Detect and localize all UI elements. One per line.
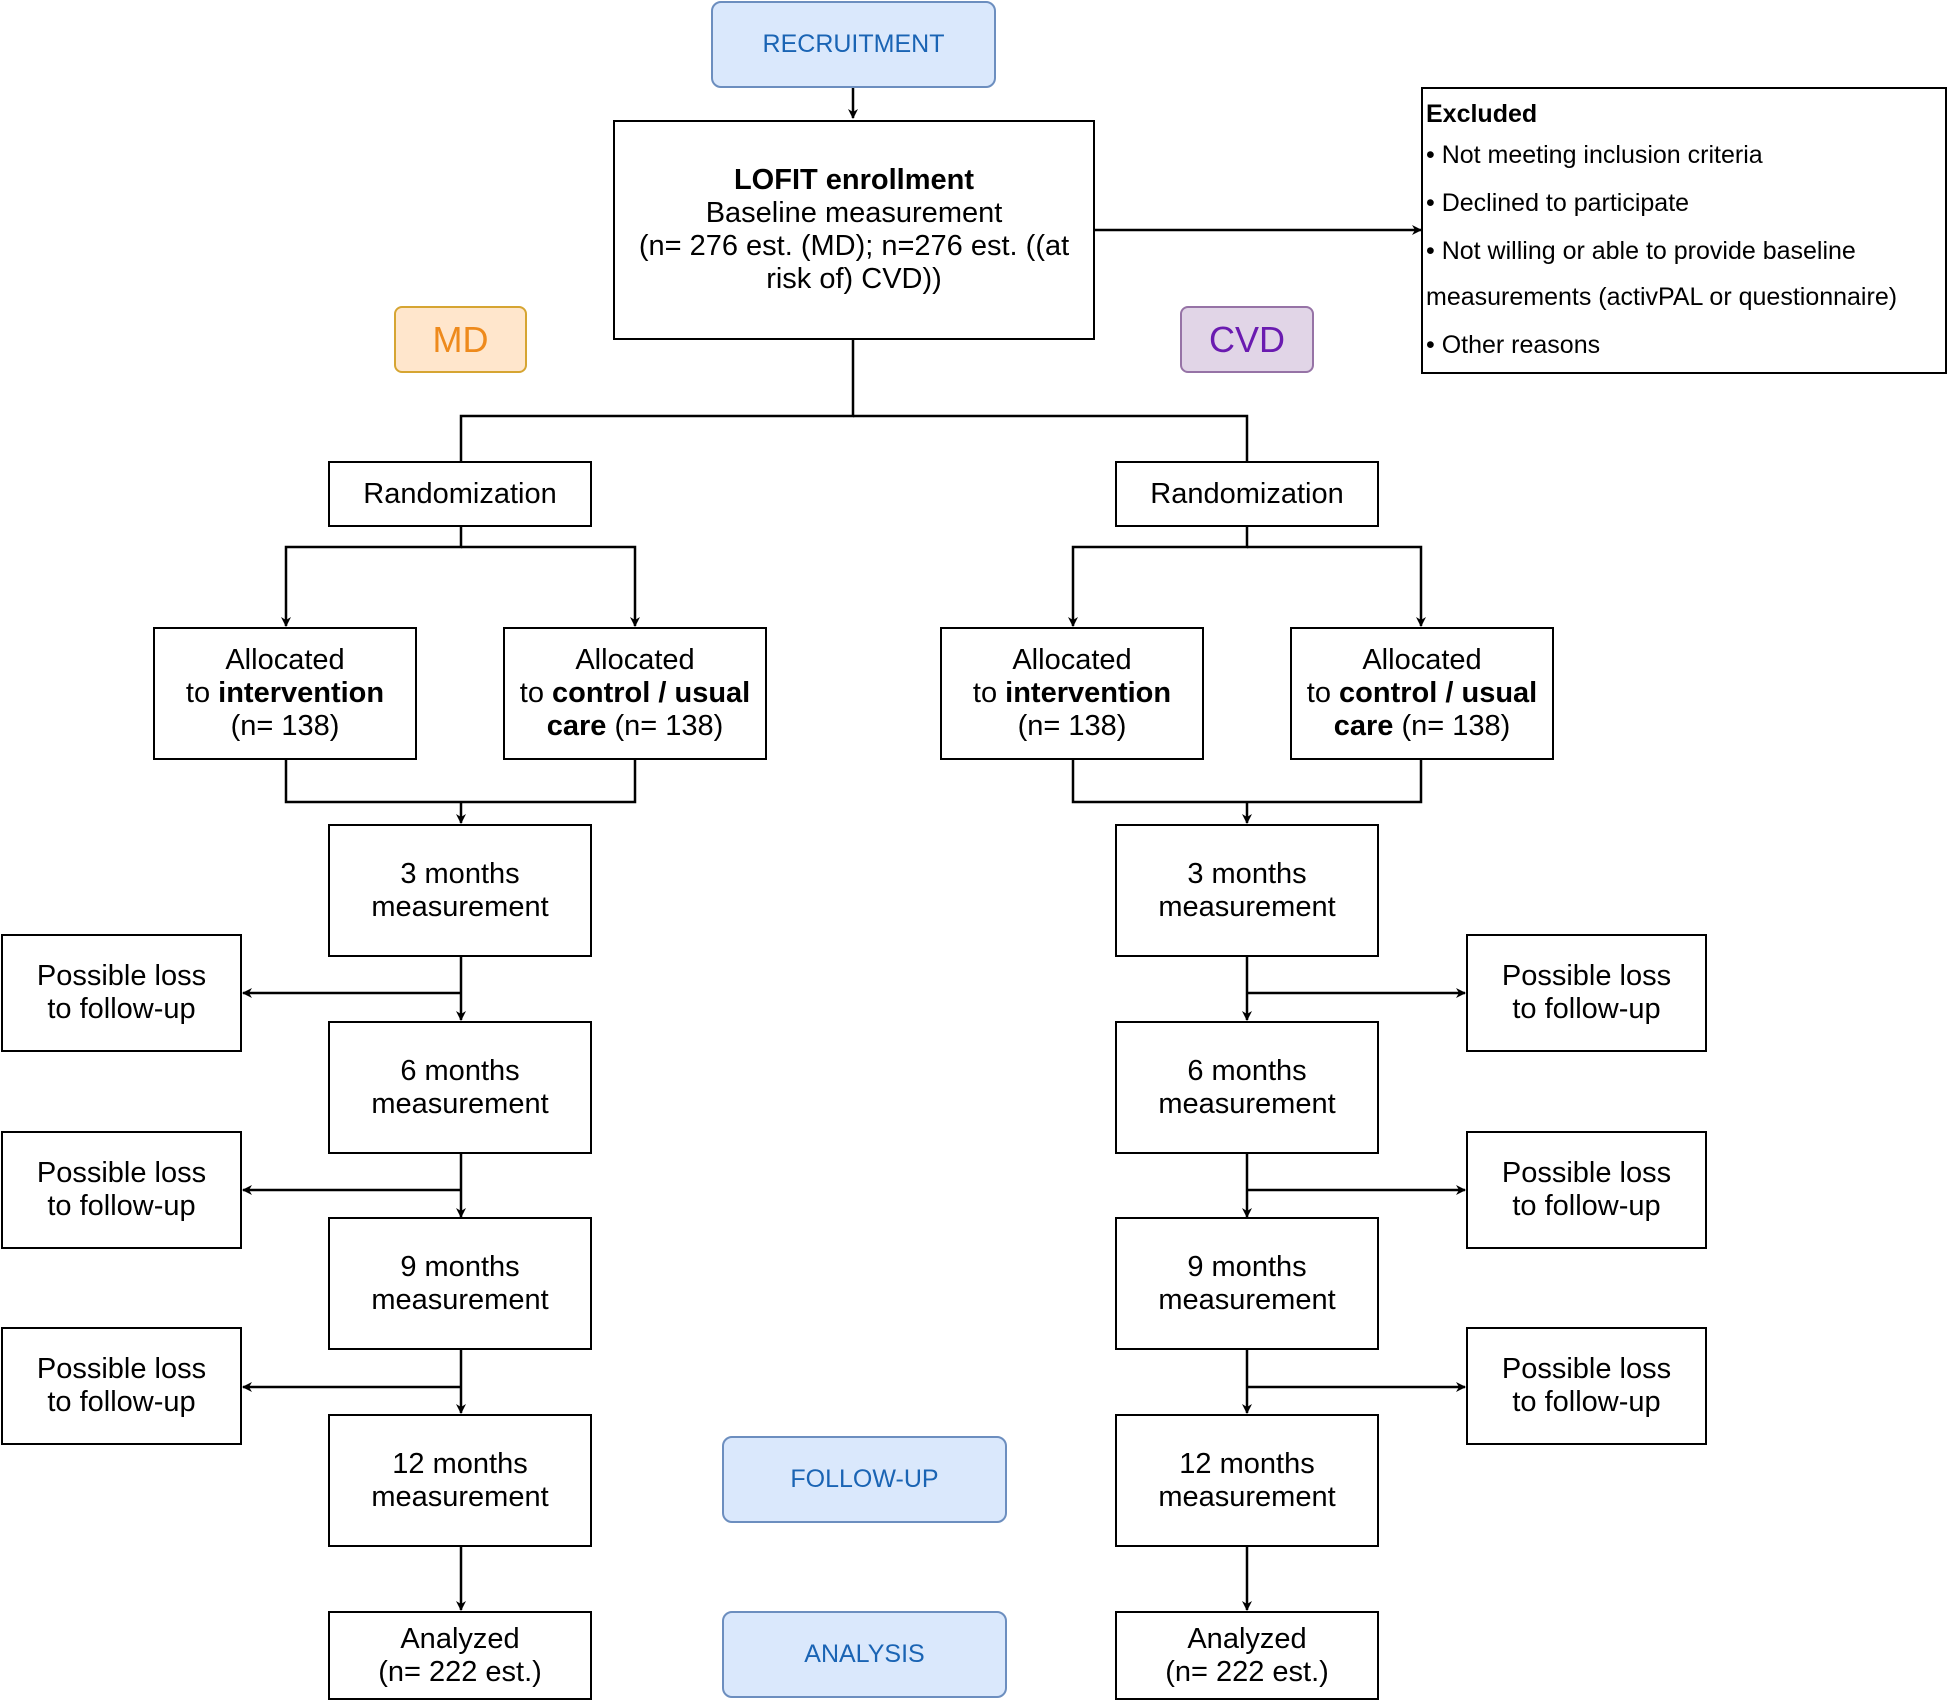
loss-label: to follow-up <box>47 1386 196 1418</box>
loss-label: to follow-up <box>1512 993 1661 1025</box>
measurement-period: 6 months <box>400 1054 520 1087</box>
arrow-cvd-control <box>1247 545 1426 627</box>
enrollment-line-4: risk of) CVD)) <box>766 263 942 295</box>
measurement-label: measurement <box>1158 1480 1336 1513</box>
allocated-n: care (n= 138) <box>1333 710 1511 742</box>
line-enrollment-md <box>459 340 855 461</box>
measurement-12m-md: 12 months measurement <box>328 1414 592 1547</box>
loss-to-follow-up-cvd-3: Possible loss to follow-up <box>1466 1327 1707 1445</box>
measurement-label: measurement <box>371 890 549 923</box>
measurement-3m-cvd: 3 months measurement <box>1115 824 1379 957</box>
allocated-label: Allocated <box>575 644 695 676</box>
measurement-12m-cvd: 12 months measurement <box>1115 1414 1379 1547</box>
loss-label: to follow-up <box>1512 1190 1661 1222</box>
excluded-item: • Declined to participate <box>1426 189 1690 217</box>
analyzed-cvd: Analyzed (n= 222 est.) <box>1115 1611 1379 1700</box>
loss-to-follow-up-cvd-1: Possible loss to follow-up <box>1466 934 1707 1052</box>
analyzed-label: Analyzed <box>1187 1622 1307 1655</box>
analyzed-md: Analyzed (n= 222 est.) <box>328 1611 592 1700</box>
loss-to-follow-up-md-2: Possible loss to follow-up <box>1 1131 242 1249</box>
loss-label: Possible loss <box>36 1157 207 1189</box>
allocated-control-md: Allocated to control / usual care (n= 13… <box>503 627 767 760</box>
loss-label: to follow-up <box>47 1190 196 1222</box>
randomization-cvd: Randomization <box>1115 461 1379 527</box>
analyzed-label: Analyzed <box>400 1622 520 1655</box>
phase-follow-up: FOLLOW-UP <box>722 1436 1007 1523</box>
analyzed-n: (n= 222 est.) <box>378 1655 542 1688</box>
enrollment-box: LOFIT enrollment Baseline measurement (n… <box>613 120 1095 340</box>
allocated-target: to intervention <box>972 677 1172 709</box>
analyzed-n: (n= 222 est.) <box>1165 1655 1329 1688</box>
measurement-period: 3 months <box>1187 857 1307 890</box>
group-tag-md-label: MD <box>432 318 489 360</box>
allocated-control-cvd: Allocated to control / usual care (n= 13… <box>1290 627 1554 760</box>
loss-label: Possible loss <box>1501 960 1672 992</box>
excluded-item: measurements (activPAL or questionnaire) <box>1426 283 1898 311</box>
loss-label: Possible loss <box>36 960 207 992</box>
enrollment-title: LOFIT enrollment <box>733 164 975 196</box>
group-tag-cvd-label: CVD <box>1208 318 1285 360</box>
allocated-n: care (n= 138) <box>546 710 724 742</box>
randomization-md-label: Randomization <box>363 477 557 510</box>
measurement-6m-md: 6 months measurement <box>328 1021 592 1154</box>
phase-recruitment: RECRUITMENT <box>711 1 996 88</box>
allocated-target: to intervention <box>185 677 385 709</box>
line-enrollment-cvd <box>853 414 1249 461</box>
allocated-label: Allocated <box>1362 644 1482 676</box>
phase-follow-up-label: FOLLOW-UP <box>790 1465 939 1493</box>
loss-to-follow-up-cvd-2: Possible loss to follow-up <box>1466 1131 1707 1249</box>
loss-label: to follow-up <box>1512 1386 1661 1418</box>
measurement-3m-md: 3 months measurement <box>328 824 592 957</box>
measurement-label: measurement <box>1158 1283 1336 1316</box>
allocated-target: to control / usual <box>1306 677 1538 709</box>
enrollment-line-2: Baseline measurement <box>705 197 1003 229</box>
group-tag-cvd: CVD <box>1180 306 1314 373</box>
excluded-box: Excluded • Not meeting inclusion criteri… <box>1421 87 1947 374</box>
loss-to-follow-up-md-3: Possible loss to follow-up <box>1 1327 242 1445</box>
loss-label: Possible loss <box>36 1353 207 1385</box>
allocated-n: (n= 138) <box>1017 710 1127 742</box>
arrow-md-control <box>461 545 640 627</box>
phase-analysis-label: ANALYSIS <box>804 1640 925 1668</box>
line-md-merge <box>284 759 637 804</box>
measurement-period: 9 months <box>400 1250 520 1283</box>
allocated-n: (n= 138) <box>230 710 340 742</box>
excluded-item: • Not willing or able to provide baselin… <box>1426 237 1856 265</box>
group-tag-md: MD <box>394 306 527 373</box>
loss-label: to follow-up <box>47 993 196 1025</box>
randomization-cvd-label: Randomization <box>1150 477 1344 510</box>
loss-label: Possible loss <box>1501 1157 1672 1189</box>
allocated-target: to control / usual <box>519 677 751 709</box>
line-cvd-merge <box>1071 759 1423 804</box>
measurement-period: 12 months <box>392 1447 528 1480</box>
measurement-label: measurement <box>1158 1087 1336 1120</box>
enrollment-line-3: (n= 276 est. (MD); n=276 est. ((at <box>638 230 1070 262</box>
excluded-title: Excluded <box>1426 100 1538 128</box>
measurement-label: measurement <box>371 1283 549 1316</box>
measurement-label: measurement <box>371 1087 549 1120</box>
arrow-cvd-intervention <box>1068 527 1249 627</box>
excluded-item: • Other reasons <box>1426 331 1601 359</box>
allocated-label: Allocated <box>1012 644 1132 676</box>
measurement-period: 6 months <box>1187 1054 1307 1087</box>
allocated-label: Allocated <box>225 644 345 676</box>
measurement-9m-md: 9 months measurement <box>328 1217 592 1350</box>
measurement-label: measurement <box>371 1480 549 1513</box>
measurement-9m-cvd: 9 months measurement <box>1115 1217 1379 1350</box>
loss-to-follow-up-md-1: Possible loss to follow-up <box>1 934 242 1052</box>
measurement-period: 9 months <box>1187 1250 1307 1283</box>
allocated-intervention-cvd: Allocated to intervention (n= 138) <box>940 627 1204 760</box>
measurement-period: 3 months <box>400 857 520 890</box>
excluded-item: • Not meeting inclusion criteria <box>1426 141 1763 169</box>
arrow-md-intervention <box>281 527 463 627</box>
measurement-period: 12 months <box>1179 1447 1315 1480</box>
measurement-label: measurement <box>1158 890 1336 923</box>
allocated-intervention-md: Allocated to intervention (n= 138) <box>153 627 417 760</box>
randomization-md: Randomization <box>328 461 592 527</box>
loss-label: Possible loss <box>1501 1353 1672 1385</box>
phase-recruitment-label: RECRUITMENT <box>762 30 945 58</box>
phase-analysis: ANALYSIS <box>722 1611 1007 1698</box>
measurement-6m-cvd: 6 months measurement <box>1115 1021 1379 1154</box>
